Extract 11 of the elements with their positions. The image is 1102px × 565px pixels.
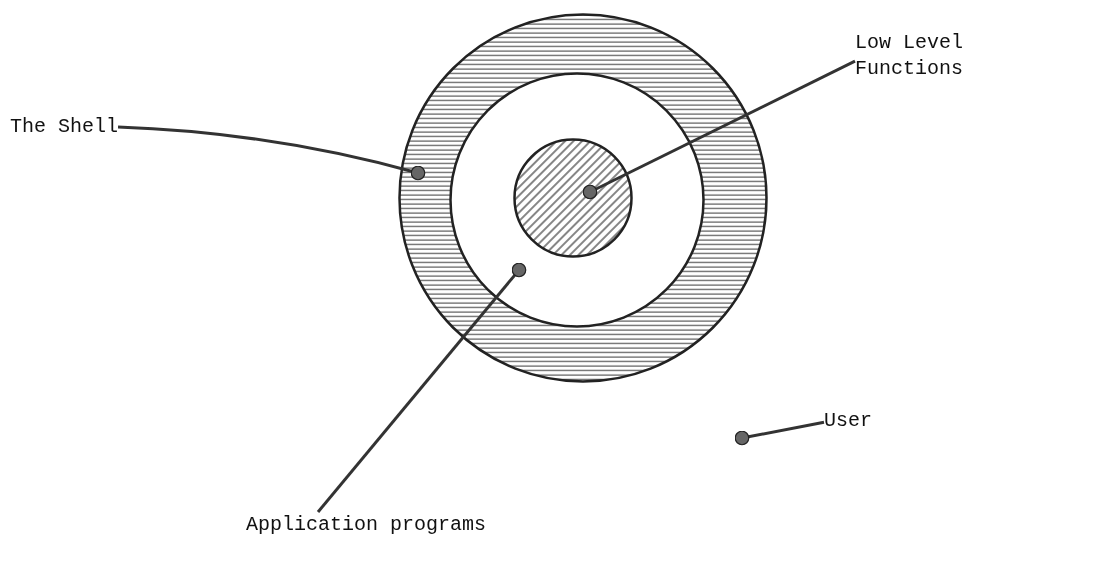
leader-line [734, 420, 825, 446]
user-label: User [824, 408, 872, 434]
application-programs-label: Application programs [246, 512, 487, 538]
low-level-functions-label: Low Level Functions [855, 30, 985, 82]
leader-line [316, 262, 527, 513]
shell-label: The Shell [10, 114, 119, 140]
outer-hatched-ring [398, 13, 768, 383]
middle-circle [449, 72, 705, 328]
leader-line [582, 59, 856, 200]
inner-hatched-core [513, 138, 633, 258]
leader-line [117, 125, 426, 181]
